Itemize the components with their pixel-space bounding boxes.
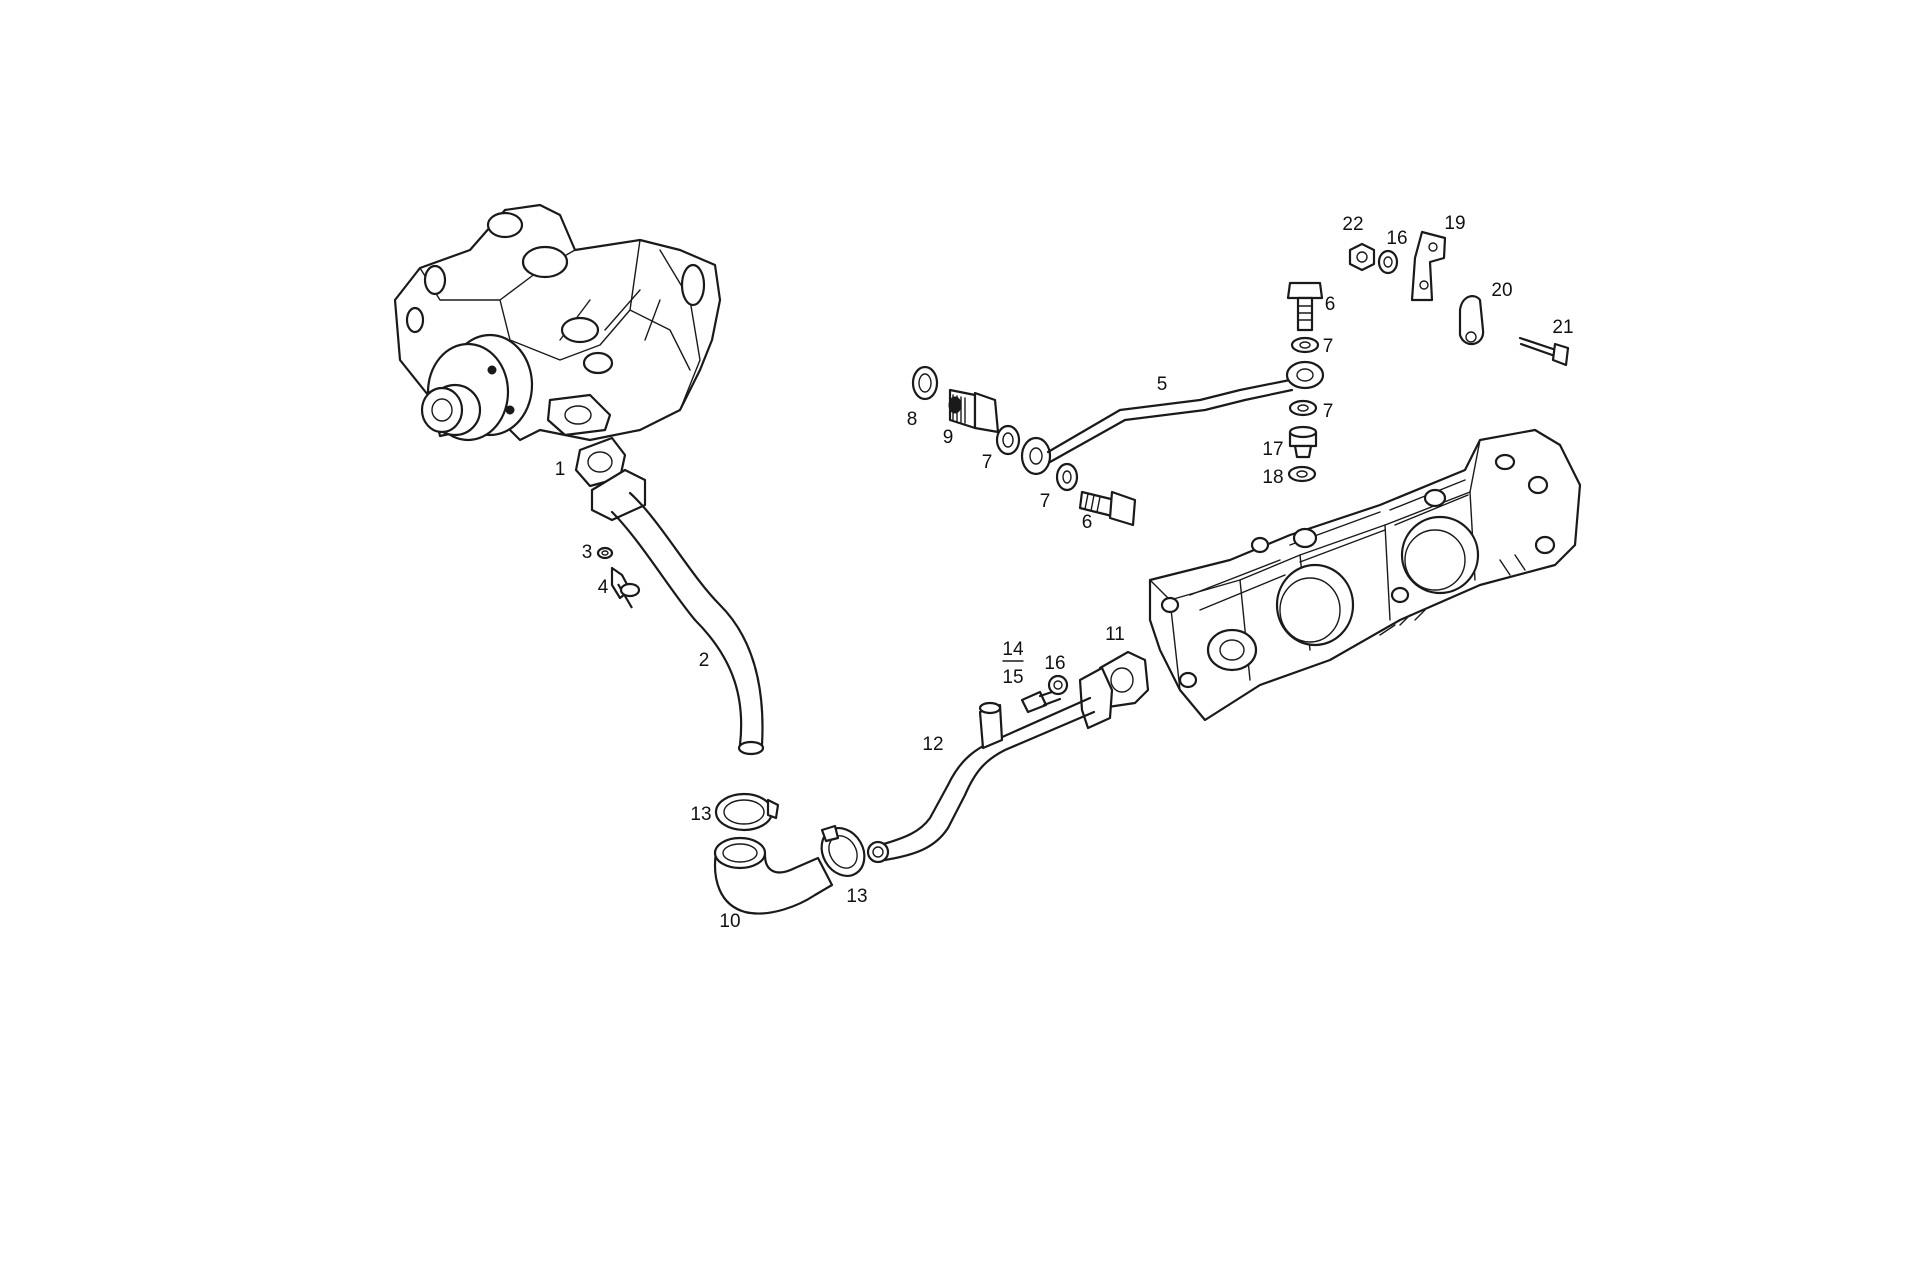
part-7-washer-c — [1290, 336, 1320, 354]
callout-22: 22 — [1342, 214, 1363, 235]
callout-16-top: 16 — [1386, 228, 1407, 249]
callout-2: 2 — [699, 650, 710, 671]
part-6-bolt-upper — [1286, 281, 1324, 332]
part-9-union — [948, 388, 1000, 434]
callout-10: 10 — [719, 911, 740, 932]
part-13-clamp-a — [714, 792, 780, 832]
callout-5: 5 — [1157, 374, 1168, 395]
part-16-washer-a — [1377, 249, 1399, 275]
callout-17: 17 — [1262, 439, 1283, 460]
part-19-bracket — [1410, 230, 1447, 302]
callout-6-lower: 6 — [1082, 512, 1093, 533]
part-4-bolt — [610, 566, 641, 609]
callout-16-mid: 16 — [1044, 653, 1065, 674]
callout-3: 3 — [582, 542, 593, 563]
water-pump — [393, 203, 722, 442]
part-7-washer-b — [1055, 462, 1079, 492]
part-16-washer-b — [1047, 674, 1069, 696]
part-3-washer — [596, 546, 614, 560]
callout-7-upper: 7 — [1323, 336, 1334, 357]
callout-8: 8 — [907, 409, 918, 430]
callout-18: 18 — [1262, 467, 1283, 488]
callout-19: 19 — [1444, 213, 1465, 234]
part-20-clip — [1458, 295, 1485, 346]
part-7-washer-a — [995, 424, 1021, 456]
part-18-washer — [1287, 465, 1317, 483]
callout-7-right: 7 — [1323, 401, 1334, 422]
part-13-clamp-b — [820, 824, 866, 877]
part-17-plug — [1288, 425, 1318, 459]
callout-9: 9 — [943, 427, 954, 448]
callout-12: 12 — [922, 734, 943, 755]
callout-21: 21 — [1552, 317, 1573, 338]
part-10-elbow-hose — [713, 836, 834, 915]
part-2-pipe — [590, 468, 765, 756]
part-7-washer-d — [1288, 399, 1318, 417]
part-5-pipe — [1020, 360, 1325, 476]
cylinder-head — [1148, 428, 1582, 722]
callout-15: 15 — [1002, 667, 1023, 688]
callout-6-upper: 6 — [1325, 294, 1336, 315]
part-6-bolt-lower — [1078, 490, 1137, 527]
callout-4: 4 — [598, 577, 609, 598]
part-22-nut — [1348, 242, 1376, 272]
part-12-pipe — [866, 666, 1114, 864]
callout-14: 14 — [1002, 639, 1024, 660]
part-21-bolt — [1518, 336, 1570, 367]
callout-7-lower: 7 — [1040, 491, 1051, 512]
callout-11: 11 — [1105, 624, 1125, 645]
callout-7-mid: 7 — [982, 452, 993, 473]
callout-13-right: 13 — [846, 886, 867, 907]
part-8-washer — [911, 365, 939, 401]
callout-13-left: 13 — [690, 804, 711, 825]
callout-20: 20 — [1491, 280, 1512, 301]
callout-1: 1 — [555, 459, 566, 480]
